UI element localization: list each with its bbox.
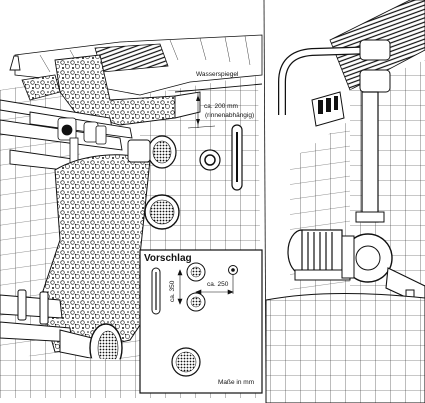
inset-dimensions [177,269,234,305]
vertical-pipe [361,91,379,223]
gravel-backfill [39,154,151,353]
inset-nozzle-top [186,262,206,282]
inset-suction-nozzle [171,347,201,377]
right-panel [263,0,425,403]
pump-room-floor [265,292,425,403]
proposal-inset [139,249,263,394]
units-note-label: Maße in mm [218,379,255,386]
control-box [311,91,345,127]
pump-motor [287,229,351,281]
inset-small-inlet [228,265,238,275]
vertical-distance-label: ca. 350 [169,280,176,302]
inlet-nozzle-mid [144,194,180,230]
handle-bar-upper [231,124,243,191]
water-level-line [174,83,263,93]
water-level-label: Wasserspiegel [196,71,239,78]
proposal-title: Vorschlag [144,253,192,264]
distance-note-label: (rinnenabhängig) [205,112,255,119]
distance-label: ca. 200 mm [204,103,238,110]
horizontal-distance-label: ca. 250 [207,281,229,288]
inset-handle [151,267,161,315]
inlet-nozzle-upper [127,135,177,169]
inlet-nozzle-small [199,149,221,171]
pump-housing [341,233,393,283]
inset-nozzle-bottom [186,292,206,312]
